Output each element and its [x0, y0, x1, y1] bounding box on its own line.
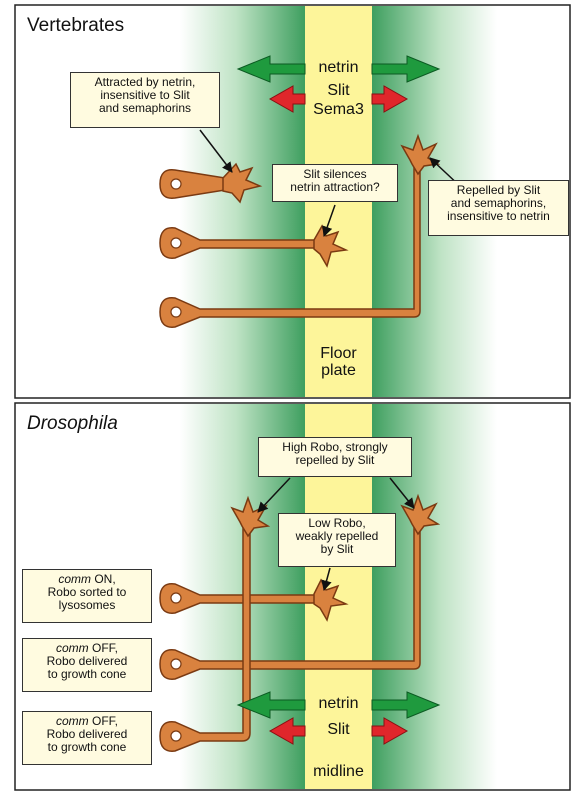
box-comm-on: comm ON, Robo sorted to lysosomes	[22, 569, 152, 623]
box-line: by Slit	[320, 542, 354, 556]
pointer-high-robo-left	[257, 477, 291, 513]
box-line: and semaphorins	[98, 101, 192, 115]
box-line: Robo sorted to	[47, 585, 127, 599]
floor-plate-line-1: Floor	[320, 345, 357, 362]
box-line: lysosomes	[58, 598, 116, 612]
box-line: comm OFF,	[26, 642, 148, 655]
box-line: comm OFF,	[26, 715, 148, 728]
box-repelled: Repelled by Slit and semaphorins, insens…	[428, 180, 569, 236]
pointer-high-robo-right	[389, 477, 415, 509]
box-line: insensitive to netrin	[447, 209, 550, 223]
netrin-arrow-right	[371, 691, 441, 719]
box-high-robo: High Robo, strongly repelled by Slit	[258, 437, 412, 477]
sema3-label: Sema3	[313, 101, 364, 118]
box-comm-off-b: comm OFF, Robo delivered to growth cone	[22, 711, 152, 765]
comm-state: ON,	[91, 572, 116, 586]
slit-arrow-left	[268, 85, 306, 113]
box-line: repelled by Slit	[295, 453, 375, 467]
comm-state: OFF,	[88, 641, 118, 655]
pointer-attracted	[199, 129, 233, 173]
box-line: Robo delivered	[46, 654, 128, 668]
box-line: to growth cone	[47, 740, 127, 754]
midline-label: midline	[313, 763, 364, 780]
comm-italic: comm	[55, 641, 89, 655]
netrin-arrow-right	[371, 55, 441, 83]
box-line: comm ON,	[26, 573, 148, 586]
comm-state: OFF,	[88, 714, 118, 728]
box-line: weakly repelled	[295, 529, 379, 543]
box-line: Robo delivered	[46, 727, 128, 741]
box-line: Slit silences	[303, 167, 367, 181]
neuron-ipsilateral	[159, 162, 263, 204]
floor-plate-label: Floor plate	[305, 345, 372, 379]
growth-cone	[230, 495, 271, 538]
growth-cone	[222, 162, 263, 204]
box-silences: Slit silences netrin attraction?	[272, 164, 398, 202]
growth-cone	[400, 133, 441, 176]
comm-italic: comm	[55, 714, 89, 728]
netrin-arrow-left	[236, 691, 306, 719]
box-line: High Robo, strongly	[282, 440, 388, 454]
pointer-silences	[322, 204, 336, 237]
box-low-robo: Low Robo, weakly repelled by Slit	[278, 513, 396, 567]
slit-arrow-right	[371, 717, 409, 745]
comm-italic: comm	[58, 572, 91, 586]
slit-arrow-right	[371, 85, 409, 113]
neuron-crossed	[159, 133, 441, 328]
box-line: insensitive to Slit	[100, 88, 190, 102]
neuron-ipsilateral-up	[159, 495, 271, 752]
netrin-label: netrin	[318, 695, 359, 712]
netrin-arrow-left	[236, 55, 306, 83]
growth-cone	[400, 493, 441, 536]
box-comm-off-a: comm OFF, Robo delivered to growth cone	[22, 638, 152, 692]
box-line: Low Robo,	[308, 516, 366, 530]
box-line: netrin attraction?	[290, 180, 380, 194]
pointer-low-robo	[321, 567, 332, 592]
panel-title-vertebrates: Vertebrates	[27, 15, 125, 36]
slit-label: Slit	[327, 82, 350, 99]
panel-border	[14, 4, 571, 399]
slit-label: Slit	[327, 721, 350, 738]
box-line: Repelled by Slit	[456, 183, 541, 197]
box-line: to growth cone	[47, 667, 127, 681]
floor-plate-line-2: plate	[321, 362, 356, 379]
box-line: Attracted by netrin,	[94, 75, 196, 89]
panel-border	[14, 402, 571, 791]
box-attracted: Attracted by netrin, insensitive to Slit…	[70, 72, 220, 128]
panel-title-drosophila: Drosophila	[27, 413, 118, 434]
neuron-crossed-right	[159, 493, 441, 680]
slit-arrow-left	[268, 717, 306, 745]
box-line: and semaphorins,	[450, 196, 547, 210]
netrin-label: netrin	[318, 59, 359, 76]
